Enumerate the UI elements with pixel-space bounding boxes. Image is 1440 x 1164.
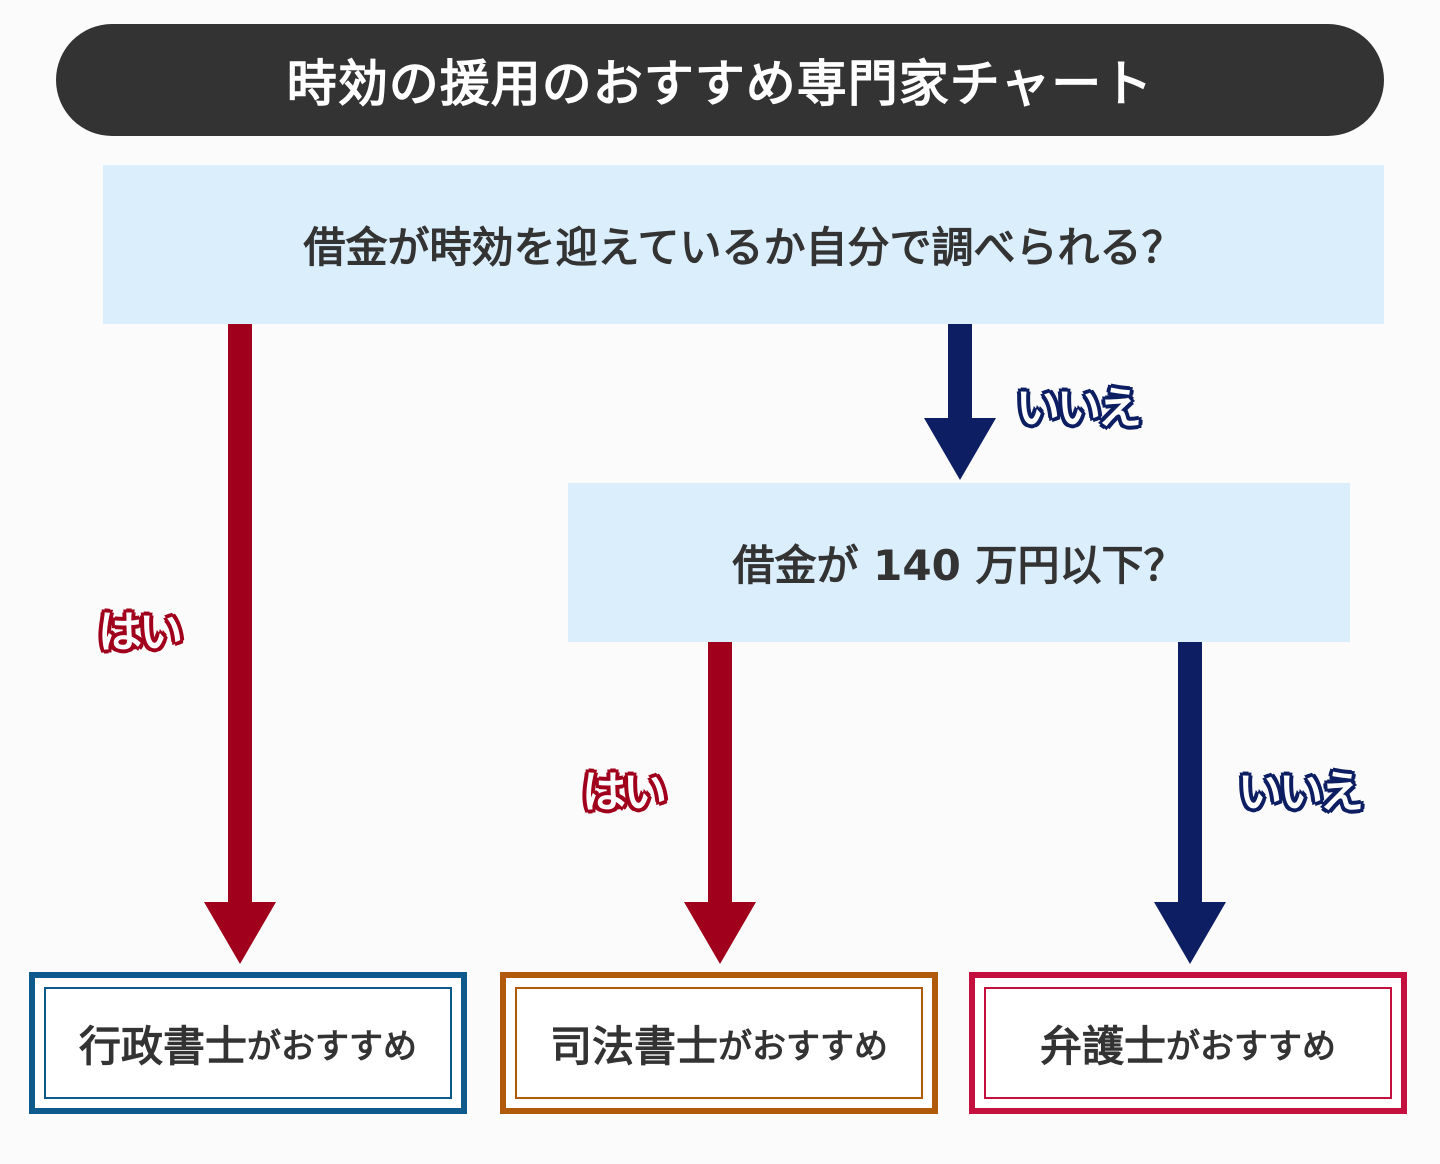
result-shihoushoshi: 司法書士がおすすめ [500, 972, 938, 1114]
no-arrow-1-shaft [948, 324, 972, 420]
yes-label-1: はい [98, 607, 183, 658]
chart-title: 時効の援用のおすすめ専門家チャート [56, 24, 1384, 136]
no-arrow-2-shaft [1178, 642, 1202, 904]
result-shihoushoshi-title: 司法書士 [549, 1021, 718, 1071]
result-gyouseishoshi: 行政書士がおすすめ [29, 972, 467, 1114]
result-bengoshi-suffix: がおすすめ [1166, 1026, 1336, 1067]
result-bengoshi-title: 弁護士 [1039, 1021, 1166, 1071]
no-label-2: いいえ [1238, 767, 1364, 818]
result-bengoshi-inner: 弁護士がおすすめ [984, 987, 1392, 1099]
result-shihoushoshi-suffix: がおすすめ [718, 1026, 888, 1067]
no-label-1: いいえ [1016, 383, 1142, 434]
yes-arrow-2-shaft [708, 642, 732, 904]
question-1: 借金が時効を迎えているか自分で調べられる？ [103, 165, 1384, 324]
result-shihoushoshi-inner: 司法書士がおすすめ [515, 987, 923, 1099]
result-bengoshi: 弁護士がおすすめ [969, 972, 1407, 1114]
yes-arrow-1-shaft [228, 324, 252, 904]
result-gyouseishoshi-suffix: がおすすめ [247, 1026, 417, 1067]
yes-arrow-2-head-icon [684, 902, 756, 964]
no-arrow-1-head-icon [924, 418, 996, 480]
yes-arrow-1-head-icon [204, 902, 276, 964]
result-gyouseishoshi-inner: 行政書士がおすすめ [44, 987, 452, 1099]
no-arrow-2-head-icon [1154, 902, 1226, 964]
yes-label-2: はい [582, 767, 667, 818]
result-gyouseishoshi-title: 行政書士 [78, 1021, 247, 1071]
question-2: 借金が 140 万円以下？ [568, 483, 1350, 642]
